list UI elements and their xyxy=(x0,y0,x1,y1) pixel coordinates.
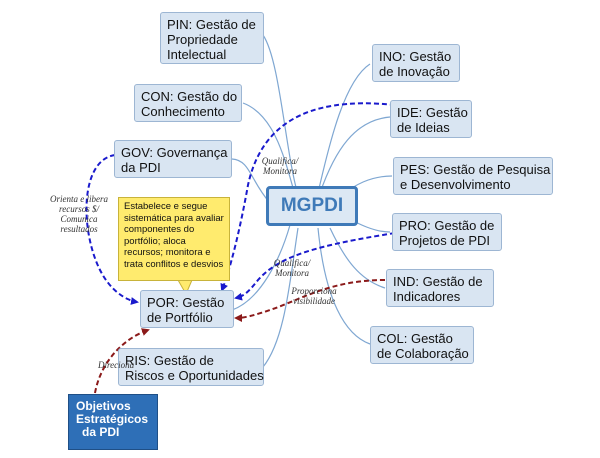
node-ino[interactable]: INO: Gestão de Inovação xyxy=(372,44,460,82)
node-ide-line2: de Ideias xyxy=(397,120,450,135)
node-gov[interactable]: GOV: Governança da PDI xyxy=(114,140,232,178)
label-qualifica-top-line1: Qualifica/ xyxy=(261,156,299,166)
arrow-gov-to-por xyxy=(85,154,139,305)
node-por[interactable]: POR: Gestão de Portfólio xyxy=(140,290,234,328)
node-por-line2: de Portfólio xyxy=(147,310,213,325)
node-ino-line1: INO: Gestão xyxy=(379,49,452,64)
arrow-obj-to-por xyxy=(94,328,150,394)
label-orienta: Orienta e libera recursos $/ Comunica re… xyxy=(36,194,122,234)
note-line5: recursos; monitora e xyxy=(124,247,211,258)
node-ide[interactable]: IDE: Gestão de Ideias xyxy=(390,100,472,138)
node-pes-line1: PES: Gestão de Pesquisa xyxy=(400,162,551,177)
label-qualifica-top: Qualifica/ Monitora xyxy=(250,156,310,176)
objetivos-line1: Objetivos xyxy=(76,399,131,413)
node-con[interactable]: CON: Gestão do Conhecimento xyxy=(134,84,242,122)
node-pes[interactable]: PES: Gestão de Pesquisa e Desenvolviment… xyxy=(393,157,553,195)
note-line1: Estabelece e segue xyxy=(124,201,208,212)
objetivos-line3: da PDI xyxy=(82,425,120,439)
label-orienta-line2: recursos $/ xyxy=(59,204,99,214)
note-line6: trata conflitos e desvios xyxy=(124,258,224,270)
link-gov xyxy=(231,158,271,204)
center-mgpdi[interactable]: MGPDI xyxy=(266,186,358,226)
node-ris-line2: Riscos e Oportunidades xyxy=(125,368,264,383)
node-ind-line2: Indicadores xyxy=(393,289,461,304)
objetivos-line2: Estratégicos xyxy=(76,412,149,426)
arrow-ide-to-por xyxy=(220,102,396,292)
node-col-line1: COL: Gestão xyxy=(377,331,453,346)
note-callout: Estabelece e segue sistemática para aval… xyxy=(118,197,230,281)
node-col[interactable]: COL: Gestão de Colaboração xyxy=(370,326,474,364)
node-pes-line2: e Desenvolvimento xyxy=(400,177,511,192)
link-pin xyxy=(262,34,299,196)
label-direciona-text: Direciona xyxy=(98,360,135,370)
node-pin-line3: Intelectual xyxy=(167,47,227,62)
label-direciona: Direciona xyxy=(98,360,148,370)
node-ind-line1: IND: Gestão de xyxy=(393,274,483,289)
center-label: MGPDI xyxy=(280,195,344,216)
objetivos-estrategicos[interactable]: Objetivos Estratégicos da PDI xyxy=(68,394,158,450)
node-ino-line2: de Inovação xyxy=(379,64,450,79)
node-ide-line1: IDE: Gestão xyxy=(397,105,468,120)
label-qualifica-top-line2: Monitora xyxy=(262,166,297,176)
note-line3: componentes do xyxy=(124,224,195,235)
label-qualifica-mid: Qualifica/ Monitora xyxy=(262,258,322,278)
label-qualifica-mid-line1: Qualifica/ xyxy=(273,258,311,268)
node-gov-line1: GOV: Governança xyxy=(121,145,228,160)
link-ris xyxy=(262,227,299,368)
node-ris-line1: RIS: Gestão de xyxy=(125,353,214,368)
node-con-line2: Conhecimento xyxy=(141,104,225,119)
label-proporciona: Proporciona visibilidade xyxy=(280,286,348,306)
label-proporciona-line1: Proporciona xyxy=(291,286,337,296)
link-ino xyxy=(317,63,371,194)
link-col xyxy=(317,227,371,345)
node-pin-line1: PIN: Gestão de xyxy=(167,17,256,32)
link-por xyxy=(231,224,291,311)
node-con-line1: CON: Gestão do xyxy=(141,89,238,104)
arrow-pro-to-por xyxy=(234,232,396,301)
node-pro-line1: PRO: Gestão de xyxy=(399,218,495,233)
node-gov-line2: da PDI xyxy=(121,160,161,175)
label-qualifica-mid-line2: Monitora xyxy=(274,268,309,278)
label-proporciona-line2: visibilidade xyxy=(293,296,335,306)
label-orienta-line3: Comunica xyxy=(60,214,98,224)
node-pin[interactable]: PIN: Gestão de Propriedade Intelectual xyxy=(160,12,264,64)
note-line4: portfólio; aloca xyxy=(124,235,186,247)
node-pro-line2: Projetos de PDI xyxy=(399,233,491,248)
node-ris[interactable]: RIS: Gestão de Riscos e Oportunidades xyxy=(118,348,264,386)
node-ind[interactable]: IND: Gestão de Indicadores xyxy=(386,269,494,307)
node-pro[interactable]: PRO: Gestão de Projetos de PDI xyxy=(392,213,502,251)
node-col-line2: de Colaboração xyxy=(377,346,469,361)
label-orienta-line4: resultados xyxy=(60,224,98,234)
node-pin-line2: Propriedade xyxy=(167,32,238,47)
node-por-line1: POR: Gestão xyxy=(147,295,225,310)
link-con xyxy=(242,102,296,196)
note-line2: sistemática para avaliar xyxy=(124,212,224,224)
label-orienta-line1: Orienta e libera xyxy=(50,194,108,204)
link-ide xyxy=(319,116,391,194)
link-ind xyxy=(329,227,386,289)
